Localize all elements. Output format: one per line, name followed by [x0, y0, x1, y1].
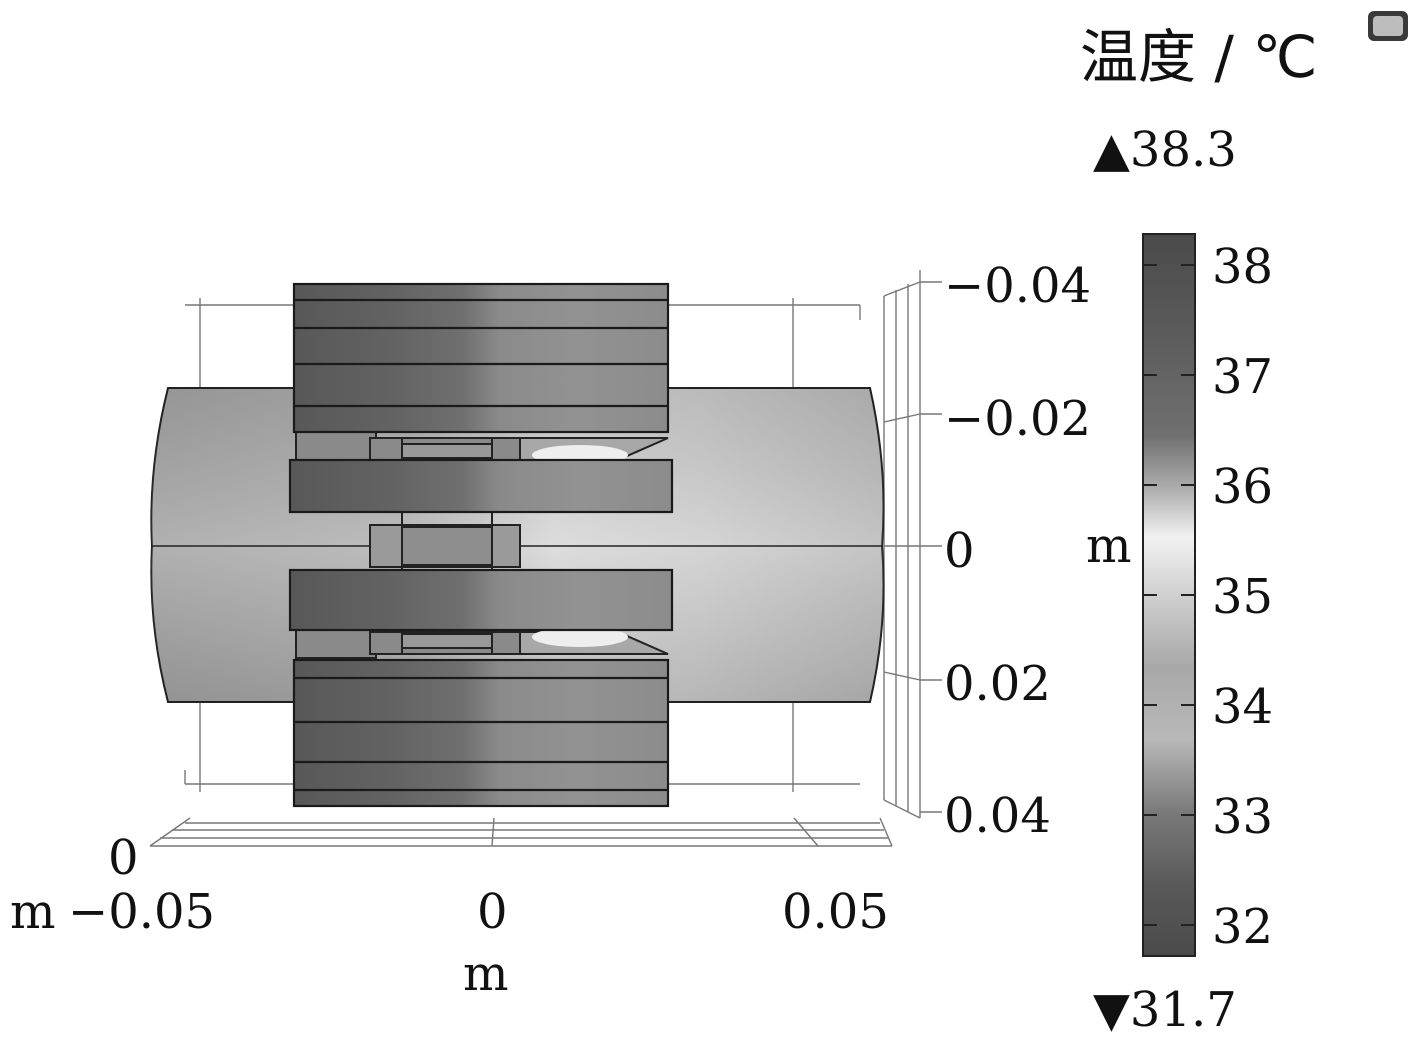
legend-tick: 32: [1212, 899, 1274, 955]
x-tick-label: −0.05: [68, 884, 216, 940]
camera-icon[interactable]: [1365, 8, 1411, 44]
plate-lower: [288, 568, 674, 632]
legend-max-label: ▲38.3: [1093, 122, 1237, 178]
legend-tick: 35: [1212, 569, 1274, 625]
side-unit-label: m: [1086, 518, 1132, 574]
legend-title: 温度 / ℃: [1080, 23, 1318, 91]
x-corner-zero: 0: [108, 830, 139, 886]
y-tick-label: 0.02: [944, 656, 1051, 712]
y-tick-label: 0: [944, 523, 975, 579]
legend-tick: 37: [1212, 349, 1274, 405]
inner-bearing: [295, 431, 669, 659]
x-unit-label: m: [463, 946, 509, 1002]
legend-tick: 34: [1212, 679, 1274, 735]
plate-upper: [288, 458, 674, 514]
legend-tick: 33: [1212, 789, 1274, 845]
x-corner-unit: m: [10, 884, 56, 940]
y-tick-label: −0.02: [944, 391, 1092, 447]
color-bar-ticks: [1143, 264, 1195, 926]
legend-tick: 38: [1212, 239, 1274, 295]
stator-bottom: [292, 658, 670, 808]
legend-min-label: ▼31.7: [1093, 982, 1237, 1038]
y-tick-label: 0.04: [944, 788, 1051, 844]
x-tick-label: 0: [477, 884, 508, 940]
x-tick-label: 0.05: [782, 884, 889, 940]
y-tick-label: −0.04: [944, 258, 1092, 314]
stator-top: [292, 282, 670, 434]
legend-tick: 36: [1212, 459, 1274, 515]
